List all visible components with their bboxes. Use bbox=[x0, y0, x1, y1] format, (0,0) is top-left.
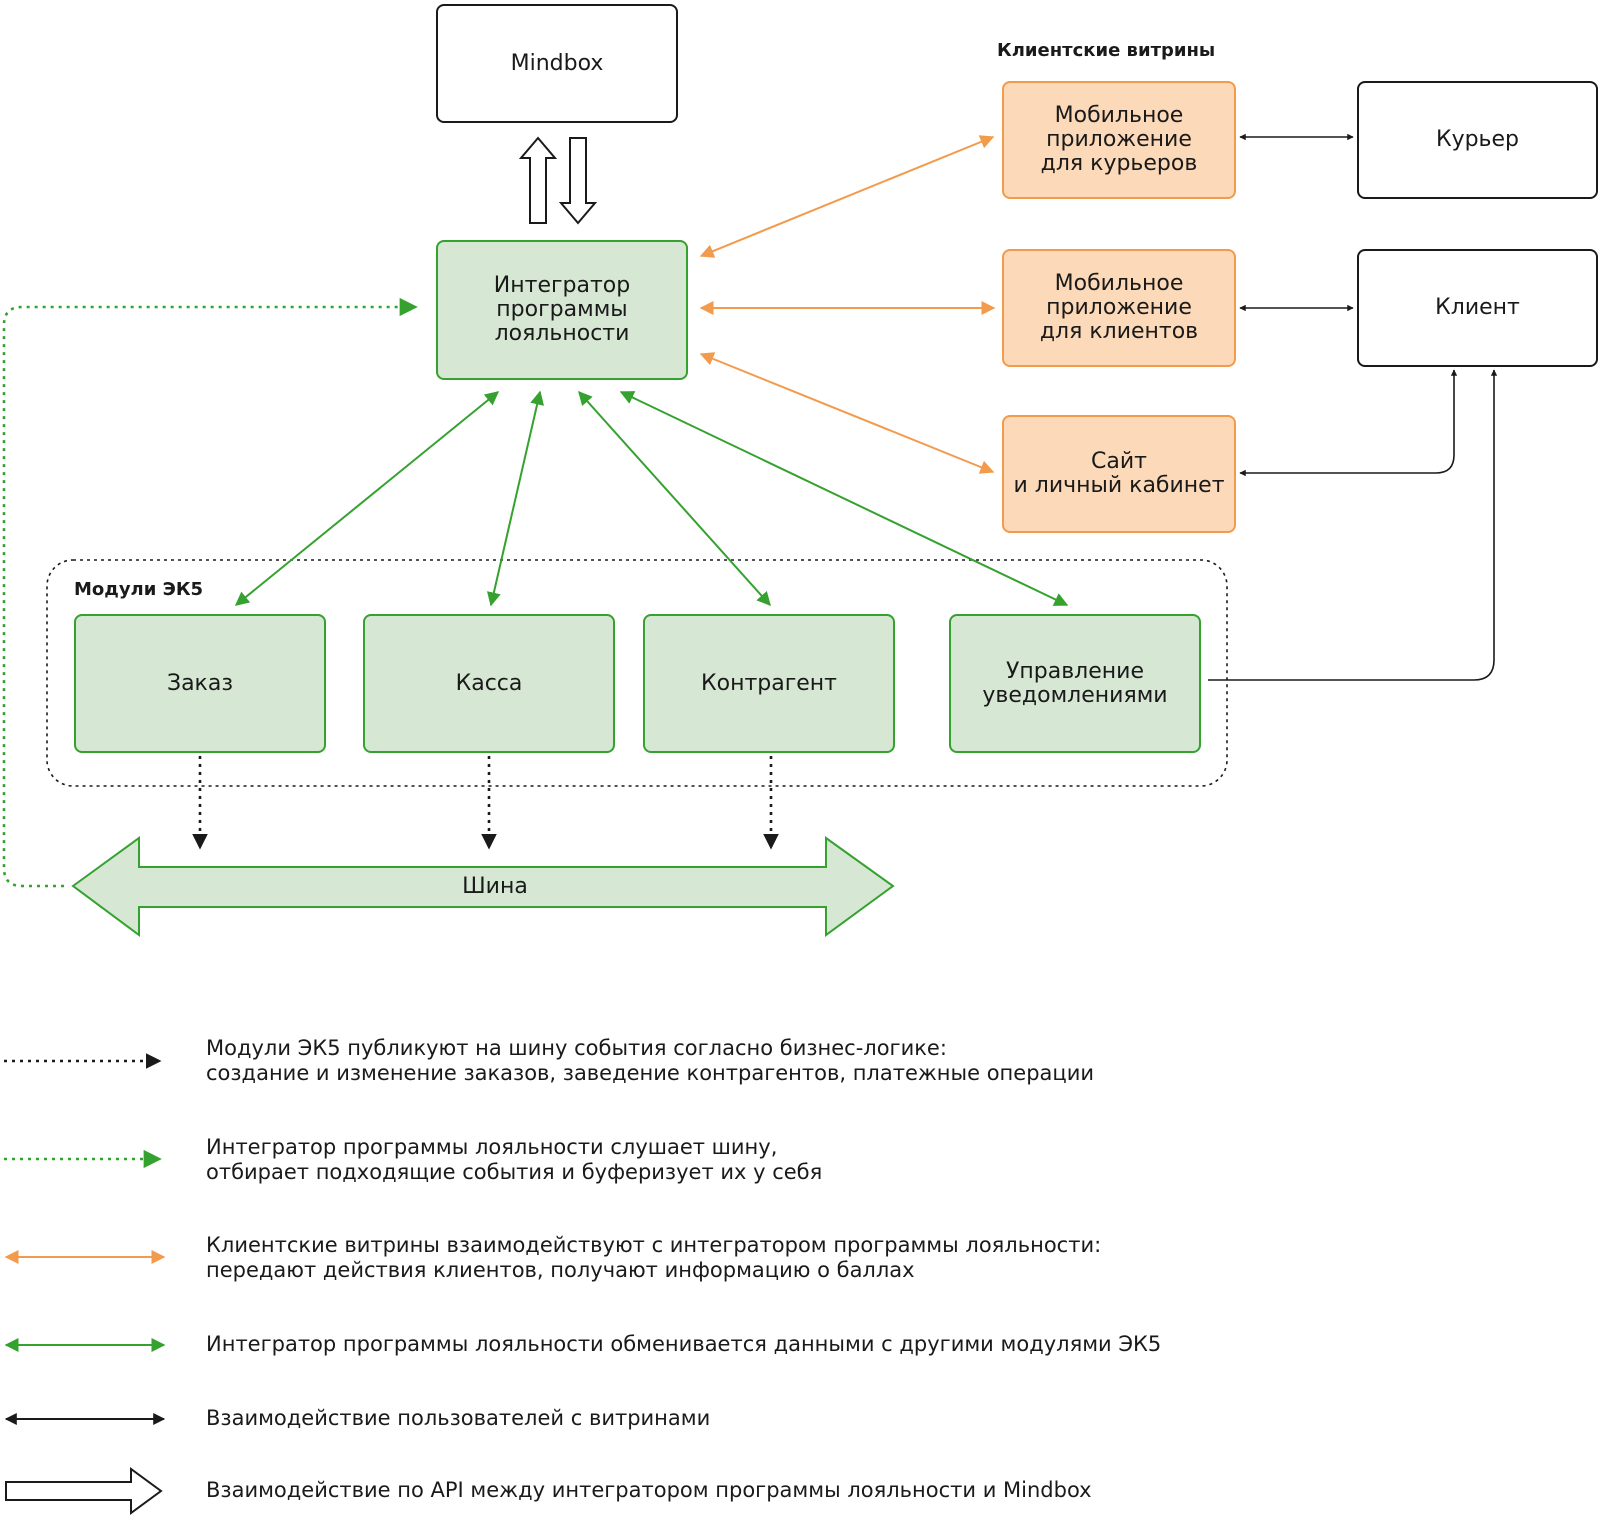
node-courier: Курьер bbox=[1357, 81, 1598, 199]
edge-integrator-order bbox=[234, 391, 500, 606]
edge-integrator-couriers-app bbox=[699, 135, 995, 258]
legend-text-hollow-arrow: Взаимодействие по API между интегратором… bbox=[206, 1478, 1092, 1502]
legend-hollow-arrow-symbol bbox=[5, 1467, 163, 1515]
legend-text-black-dotted: Модули ЭК5 публикуют на шину события сог… bbox=[206, 1036, 1094, 1085]
node-order: Заказ bbox=[74, 614, 326, 753]
group-title-modules: Модули ЭК5 bbox=[74, 579, 204, 600]
node-cashbox: Касса bbox=[363, 614, 615, 753]
node-client: Клиент bbox=[1357, 249, 1598, 367]
legend-text-green-double: Интегратор программы лояльности обменива… bbox=[206, 1332, 1162, 1356]
edge-integrator-site bbox=[699, 352, 995, 474]
edge-notifications-to-client bbox=[1208, 369, 1498, 681]
edge-integrator-notifications bbox=[619, 391, 1069, 606]
modules-group-frame bbox=[46, 559, 1228, 787]
node-counterparty: Контрагент bbox=[643, 614, 895, 753]
edge-integrator-counterparty bbox=[578, 390, 771, 607]
node-site: Сайт и личный кабинет bbox=[1002, 415, 1236, 533]
edge-integrator-cashbox bbox=[487, 390, 544, 607]
api-up-arrow bbox=[518, 136, 558, 224]
group-title-storefronts: Клиентские витрины bbox=[997, 40, 1216, 61]
bus-arrow-shape bbox=[71, 836, 895, 937]
node-mindbox: Mindbox bbox=[436, 4, 678, 123]
legend-text-green-dotted: Интегратор программы лояльности слушает … bbox=[206, 1135, 823, 1184]
node-notifications: Управление уведомлениями bbox=[949, 614, 1201, 753]
node-app-couriers: Мобильное приложение для курьеров bbox=[1002, 81, 1236, 199]
bus-label: Шина bbox=[462, 874, 528, 899]
edge-bus-to-integrator bbox=[2, 297, 418, 888]
edge-client-site bbox=[1239, 369, 1458, 477]
node-app-clients: Мобильное приложение для клиентов bbox=[1002, 249, 1236, 367]
legend-text-black-double: Взаимодействие пользователей с витринами bbox=[206, 1406, 711, 1430]
legend-text-orange-double: Клиентские витрины взаимодействуют с инт… bbox=[206, 1233, 1102, 1282]
api-down-arrow bbox=[558, 137, 598, 225]
node-integrator: Интегратор программы лояльности bbox=[436, 240, 688, 380]
